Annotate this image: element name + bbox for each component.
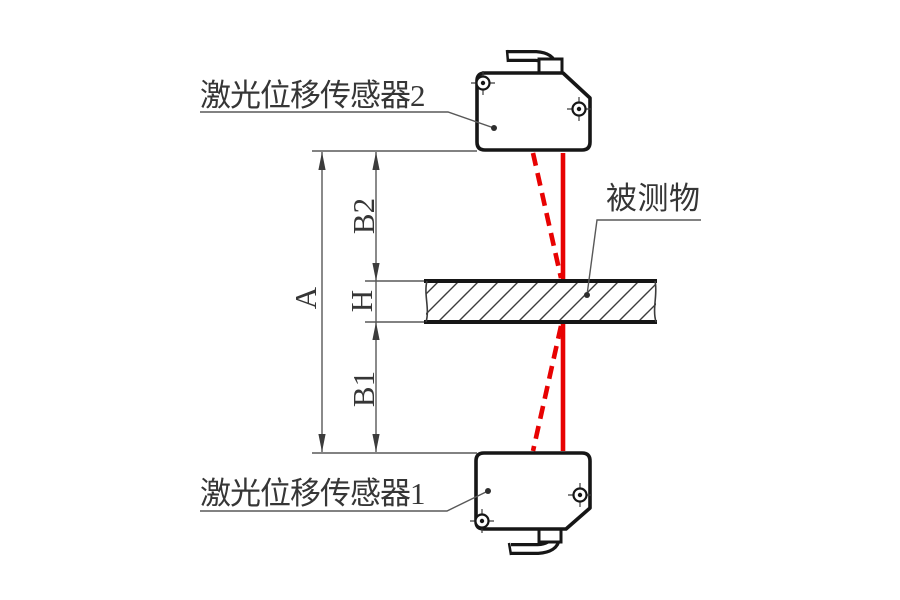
sensor2-leader-dot — [491, 125, 497, 131]
sensor1-leader-line — [200, 490, 489, 512]
sensor1-connector — [537, 527, 563, 544]
sensor1-mount-hole — [568, 483, 592, 507]
sensor2-mount-hole — [471, 71, 495, 95]
sensor2-body — [475, 71, 592, 152]
arrowhead — [372, 263, 380, 281]
sensor2-cable-cap — [505, 49, 510, 63]
sensor2-mount-hole — [567, 97, 591, 121]
object-hatch-fill — [426, 282, 656, 321]
arrowhead — [372, 152, 380, 170]
hole-center — [577, 492, 583, 498]
hole-center — [479, 518, 485, 524]
leader-lines — [200, 111, 701, 512]
sensor2-label: 激光位移传感器2 — [200, 78, 425, 113]
laser-beam-top-dashed — [530, 152, 564, 279]
laser-beams — [530, 152, 566, 452]
sensor1-mount-hole — [470, 509, 494, 533]
dimension-lines — [312, 150, 477, 454]
hole-center — [480, 80, 486, 86]
arrowhead — [318, 434, 326, 452]
arrowhead — [372, 322, 380, 340]
sensor1-cable-cap — [507, 542, 513, 556]
sensor-2 — [471, 49, 592, 152]
object-leader-line — [586, 219, 701, 296]
dimension-label-h: H — [344, 290, 379, 312]
dimension-label-b2: B2 — [346, 198, 381, 234]
arrowhead — [372, 434, 380, 452]
laser-beam-bottom-dashed — [530, 325, 564, 452]
sensor2-leader-line — [200, 111, 495, 129]
measured-object — [424, 279, 657, 324]
dimension-label-b1: B1 — [346, 371, 381, 407]
sensor1-leader-dot — [485, 488, 491, 494]
sensor-1 — [470, 451, 592, 556]
hole-center — [576, 106, 582, 112]
object-leader-dot — [584, 292, 590, 298]
arrowhead — [318, 152, 326, 170]
object-right-break-line — [653, 280, 657, 323]
sensor1-body — [474, 451, 592, 531]
measured-object-label: 被测物 — [606, 181, 701, 216]
dimension-label-a: A — [288, 286, 323, 309]
sensor1-label: 激光位移传感器1 — [200, 476, 425, 511]
object-left-break-line — [425, 280, 429, 323]
